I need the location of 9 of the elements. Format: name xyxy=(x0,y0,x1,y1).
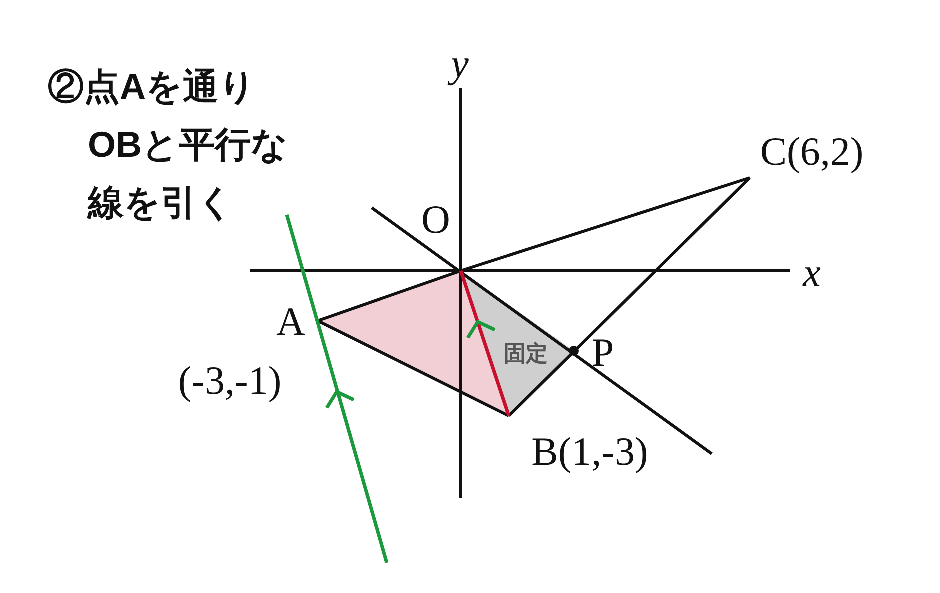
point-label: P xyxy=(592,333,614,373)
point-label: A xyxy=(276,302,306,342)
heading: ②点Aを通りOBと平行な線を引く xyxy=(48,65,288,225)
point-label: O xyxy=(422,200,450,240)
coordinate-label: (-3,-1) xyxy=(178,361,282,401)
axis-label: x xyxy=(803,253,821,293)
point-label: B(1,-3) xyxy=(532,432,648,472)
point-label: C(6,2) xyxy=(760,132,864,172)
region-label: 固定 xyxy=(504,343,548,365)
